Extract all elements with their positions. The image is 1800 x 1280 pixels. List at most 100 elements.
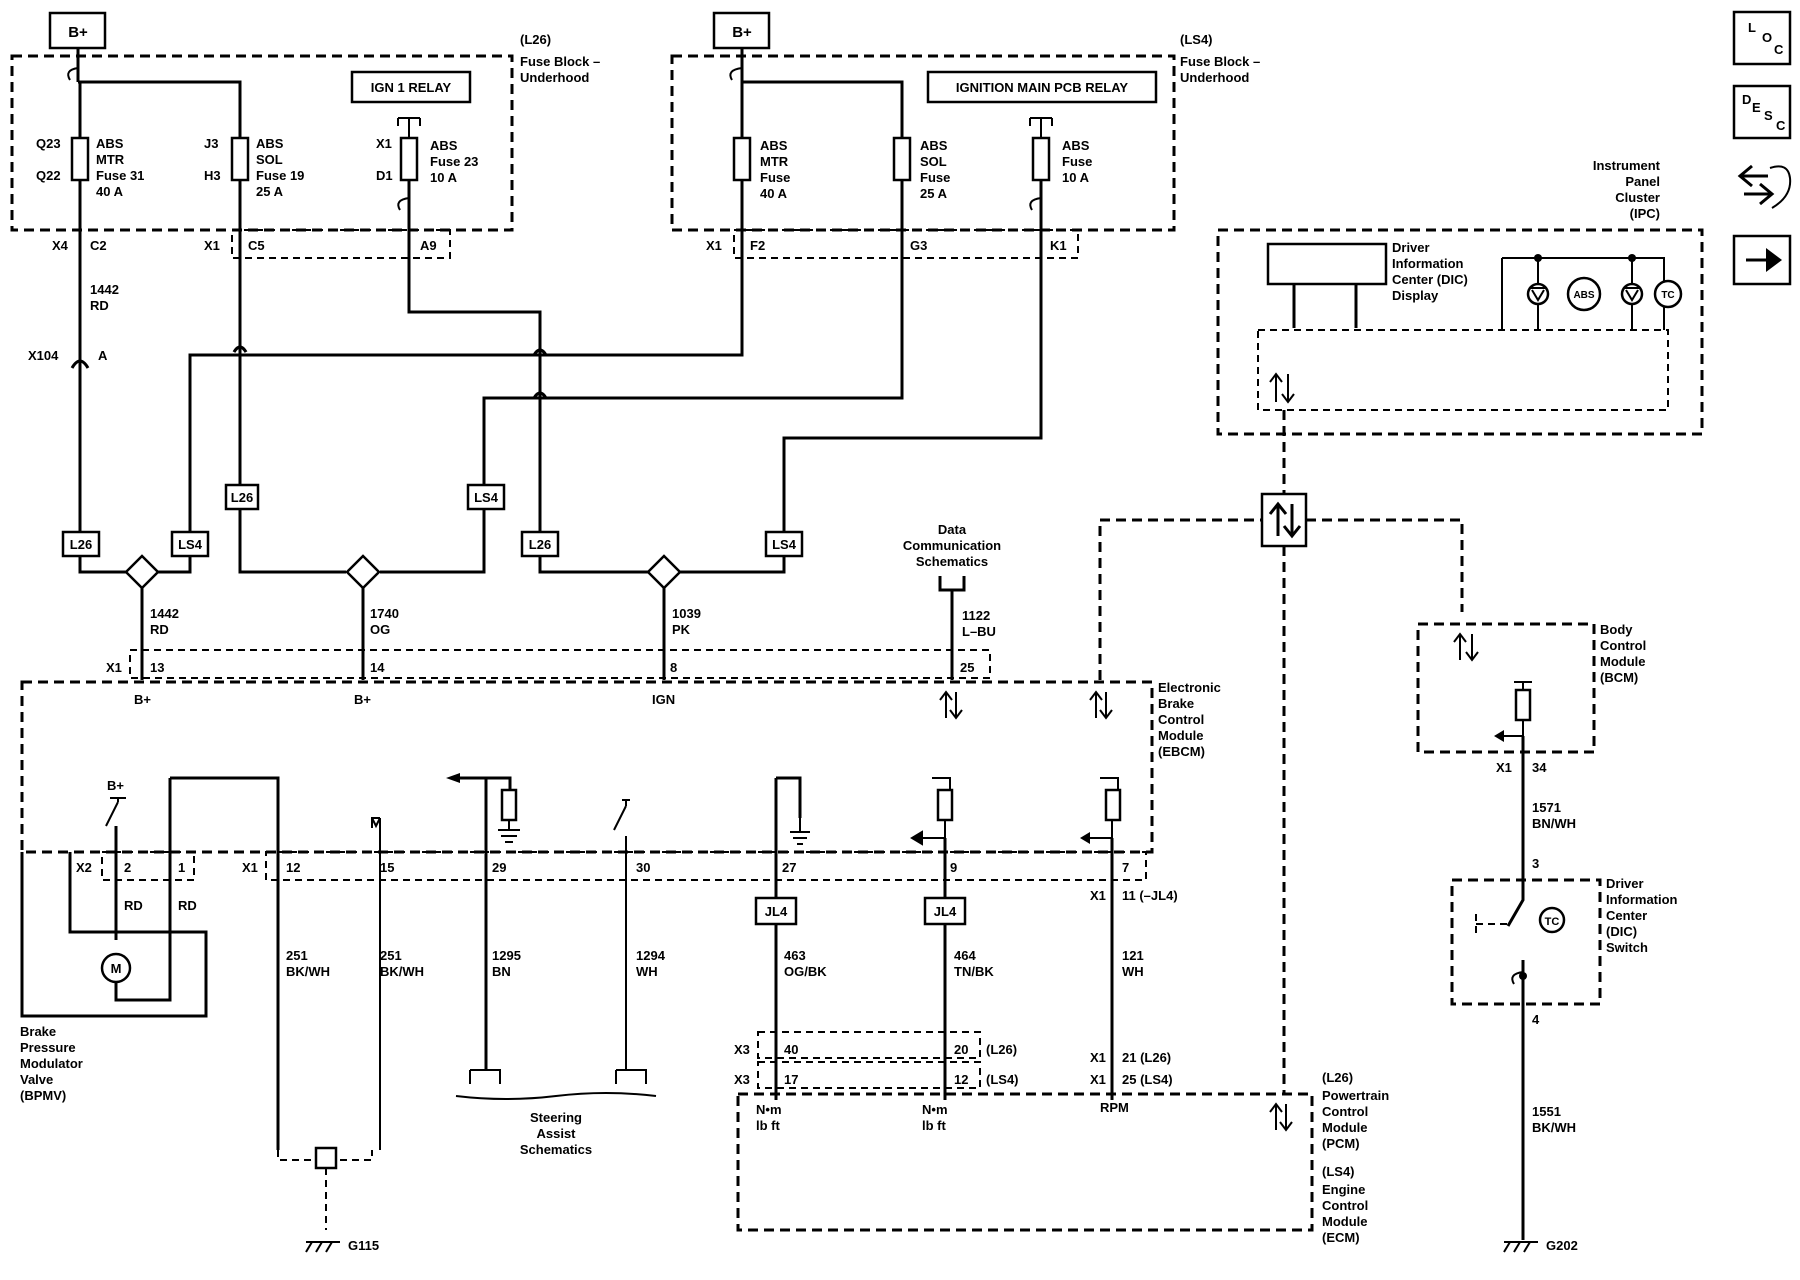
svg-text:Control: Control xyxy=(1158,712,1204,727)
svg-text:4: 4 xyxy=(1532,1012,1540,1027)
svg-text:Modulator: Modulator xyxy=(20,1056,83,1071)
svg-text:Information: Information xyxy=(1606,892,1678,907)
svg-text:Brake: Brake xyxy=(1158,696,1194,711)
tag-ls4-3: LS4 xyxy=(764,530,804,558)
svg-text:B+: B+ xyxy=(354,692,371,707)
svg-text:Schematics: Schematics xyxy=(916,554,988,569)
svg-text:SOL: SOL xyxy=(256,152,283,167)
svg-text:LS4: LS4 xyxy=(178,537,203,552)
svg-text:25: 25 xyxy=(960,660,974,675)
svg-text:(LS4): (LS4) xyxy=(1322,1164,1355,1179)
svg-text:BN: BN xyxy=(492,964,511,979)
svg-text:D: D xyxy=(1742,92,1751,107)
svg-text:L26: L26 xyxy=(70,537,92,552)
svg-text:RD: RD xyxy=(150,622,169,637)
svg-text:Center: Center xyxy=(1606,908,1647,923)
svg-text:464: 464 xyxy=(954,948,976,963)
svg-text:TC: TC xyxy=(1545,916,1560,928)
svg-text:34: 34 xyxy=(1532,760,1547,775)
svg-text:Schematics: Schematics xyxy=(520,1142,592,1157)
svg-text:L: L xyxy=(1748,20,1756,35)
upper-wiring: 1442 RD X104 A L26 LS4 L26 LS4 L26 LS4 1… xyxy=(28,282,1001,680)
ipc-module: Instrument Panel Cluster (IPC) Driver In… xyxy=(1216,158,1704,436)
pcm-ecm-module: X3 40 20 (L26) X3 17 12 (LS4) X1 21 (L26… xyxy=(734,924,1389,1245)
svg-text:M: M xyxy=(111,961,122,976)
svg-text:Module: Module xyxy=(1158,728,1204,743)
svg-text:21 (L26): 21 (L26) xyxy=(1122,1050,1171,1065)
svg-text:40 A: 40 A xyxy=(96,184,124,199)
svg-text:251: 251 xyxy=(286,948,308,963)
dic-switch: 3 TC Driver Information Center (DIC) Swi… xyxy=(1450,856,1678,1253)
svg-text:1295: 1295 xyxy=(492,948,521,963)
svg-text:Powertrain: Powertrain xyxy=(1322,1088,1389,1103)
svg-text:12: 12 xyxy=(954,1072,968,1087)
svg-text:Engine: Engine xyxy=(1322,1182,1365,1197)
svg-text:(EBCM): (EBCM) xyxy=(1158,744,1205,759)
svg-text:Assist: Assist xyxy=(536,1126,576,1141)
svg-text:10 A: 10 A xyxy=(1062,170,1090,185)
fuse-block-l26: Q23 Q22 ABS MTR Fuse 31 40 A J3 H3 ABS S… xyxy=(10,32,600,520)
svg-text:RD: RD xyxy=(124,898,143,913)
fuse-block-ls4: ABS MTR Fuse 40 A ABS SOL Fuse 25 A IGNI… xyxy=(188,32,1260,520)
svg-text:Driver: Driver xyxy=(1392,240,1430,255)
svg-text:JL4: JL4 xyxy=(934,904,957,919)
svg-text:1442: 1442 xyxy=(90,282,119,297)
svg-text:Body: Body xyxy=(1600,622,1633,637)
svg-text:(BPMV): (BPMV) xyxy=(20,1088,66,1103)
svg-text:(BCM): (BCM) xyxy=(1600,670,1638,685)
svg-text:Underhood: Underhood xyxy=(1180,70,1249,85)
loc-icon[interactable]: L O C xyxy=(1732,10,1792,66)
svg-text:B+: B+ xyxy=(68,24,88,41)
svg-text:SOL: SOL xyxy=(920,154,947,169)
svg-text:MTR: MTR xyxy=(96,152,125,167)
svg-text:B+: B+ xyxy=(107,778,124,793)
serial-data-bus xyxy=(1098,410,1464,1094)
svg-text:D1: D1 xyxy=(376,168,393,183)
svg-text:N•m: N•m xyxy=(756,1102,782,1117)
svg-text:C2: C2 xyxy=(90,238,107,253)
svg-text:OG: OG xyxy=(370,622,390,637)
svg-text:G202: G202 xyxy=(1546,1238,1578,1253)
svg-text:30: 30 xyxy=(636,860,650,875)
svg-text:17: 17 xyxy=(784,1072,798,1087)
svg-text:1122: 1122 xyxy=(962,608,990,623)
svg-text:Module: Module xyxy=(1322,1120,1368,1135)
svg-text:1039: 1039 xyxy=(672,606,701,621)
svg-text:40 A: 40 A xyxy=(760,186,788,201)
tag-l26-3: L26 xyxy=(520,530,560,558)
svg-text:OG/BK: OG/BK xyxy=(784,964,827,979)
svg-text:Underhood: Underhood xyxy=(520,70,589,85)
tag-ls4-1: LS4 xyxy=(466,483,506,511)
svg-text:1551: 1551 xyxy=(1532,1104,1561,1119)
svg-text:X1: X1 xyxy=(706,238,722,253)
svg-text:(L26): (L26) xyxy=(986,1042,1017,1057)
tag-l26-2: L26 xyxy=(61,530,101,558)
svg-text:E: E xyxy=(1752,100,1761,115)
svg-text:Brake: Brake xyxy=(20,1024,56,1039)
desc-icon[interactable]: D E S C xyxy=(1732,84,1792,140)
svg-text:Module: Module xyxy=(1600,654,1646,669)
svg-text:Steering: Steering xyxy=(530,1110,582,1125)
svg-text:12: 12 xyxy=(286,860,300,875)
svg-text:RPM: RPM xyxy=(1100,1100,1129,1115)
svg-text:(L26): (L26) xyxy=(1322,1070,1353,1085)
svg-text:BN/WH: BN/WH xyxy=(1532,816,1576,831)
svg-text:1571: 1571 xyxy=(1532,800,1561,815)
svg-text:X2: X2 xyxy=(76,860,92,875)
svg-text:Communication: Communication xyxy=(903,538,1001,553)
next-page-arrow-icon[interactable] xyxy=(1732,234,1792,286)
svg-text:40: 40 xyxy=(784,1042,798,1057)
svg-text:Electronic: Electronic xyxy=(1158,680,1221,695)
svg-text:JL4: JL4 xyxy=(765,904,788,919)
svg-text:ABS: ABS xyxy=(920,138,948,153)
svg-text:1294: 1294 xyxy=(636,948,666,963)
svg-text:X1: X1 xyxy=(1090,1050,1106,1065)
svg-text:X1: X1 xyxy=(106,660,122,675)
svg-text:S: S xyxy=(1764,108,1773,123)
svg-text:WH: WH xyxy=(636,964,658,979)
svg-text:9: 9 xyxy=(950,860,957,875)
svg-text:BK/WH: BK/WH xyxy=(1532,1120,1576,1135)
svg-text:1740: 1740 xyxy=(370,606,399,621)
svg-text:Fuse 31: Fuse 31 xyxy=(96,168,144,183)
connector-views-icon[interactable] xyxy=(1737,164,1792,209)
